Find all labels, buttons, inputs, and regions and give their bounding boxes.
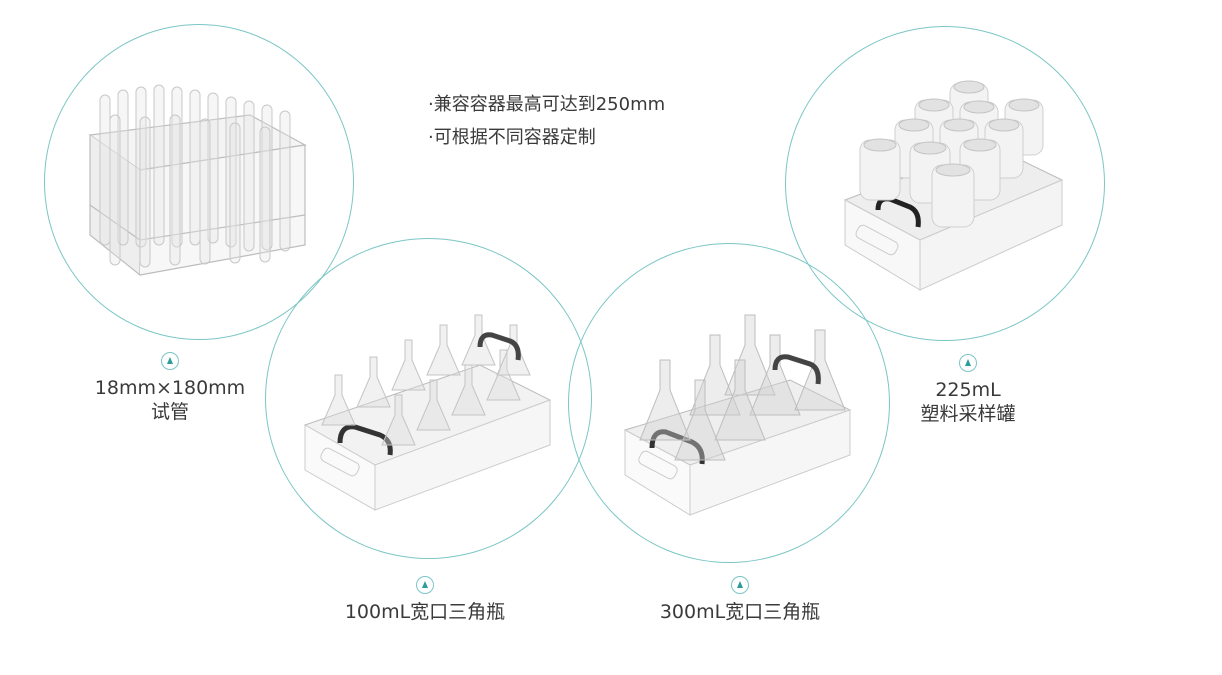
- feature-list: ·兼容容器最高可达到250mm ·可根据不同容器定制: [428, 88, 665, 154]
- flask-300ml-tray-image: [623, 314, 852, 516]
- sampling-jar-tray-image: [843, 80, 1064, 291]
- flask-300ml-label: 300mL宽口三角瓶: [625, 576, 855, 624]
- test-tube-label: 18mm×180mm 试管: [70, 352, 270, 424]
- sampling-jar-label: 225mL 塑料采样罐: [868, 354, 1068, 426]
- test-tube-rack-image: [88, 84, 307, 277]
- test-tube-circle: [44, 24, 354, 340]
- product-name: 100mL宽口三角瓶: [344, 601, 506, 623]
- arrow-up-circle-icon[interactable]: [731, 576, 749, 594]
- feature-item: ·兼容容器最高可达到250mm: [428, 94, 666, 115]
- product-name: 试管: [150, 401, 189, 423]
- product-name: 300mL宽口三角瓶: [659, 601, 821, 623]
- product-name: 塑料采样罐: [920, 403, 1016, 425]
- product-spec: 225mL: [935, 379, 1001, 401]
- feature-item: ·可根据不同容器定制: [428, 127, 596, 148]
- arrow-up-circle-icon[interactable]: [959, 354, 977, 372]
- product-spec: 18mm×180mm: [94, 377, 246, 399]
- arrow-up-circle-icon[interactable]: [416, 576, 434, 594]
- sampling-jar-circle: [785, 26, 1105, 341]
- arrow-up-circle-icon[interactable]: [161, 352, 179, 370]
- flask-300ml-circle: [568, 243, 890, 563]
- flask-100ml-tray-image: [303, 314, 552, 511]
- flask-100ml-label: 100mL宽口三角瓶: [310, 576, 540, 624]
